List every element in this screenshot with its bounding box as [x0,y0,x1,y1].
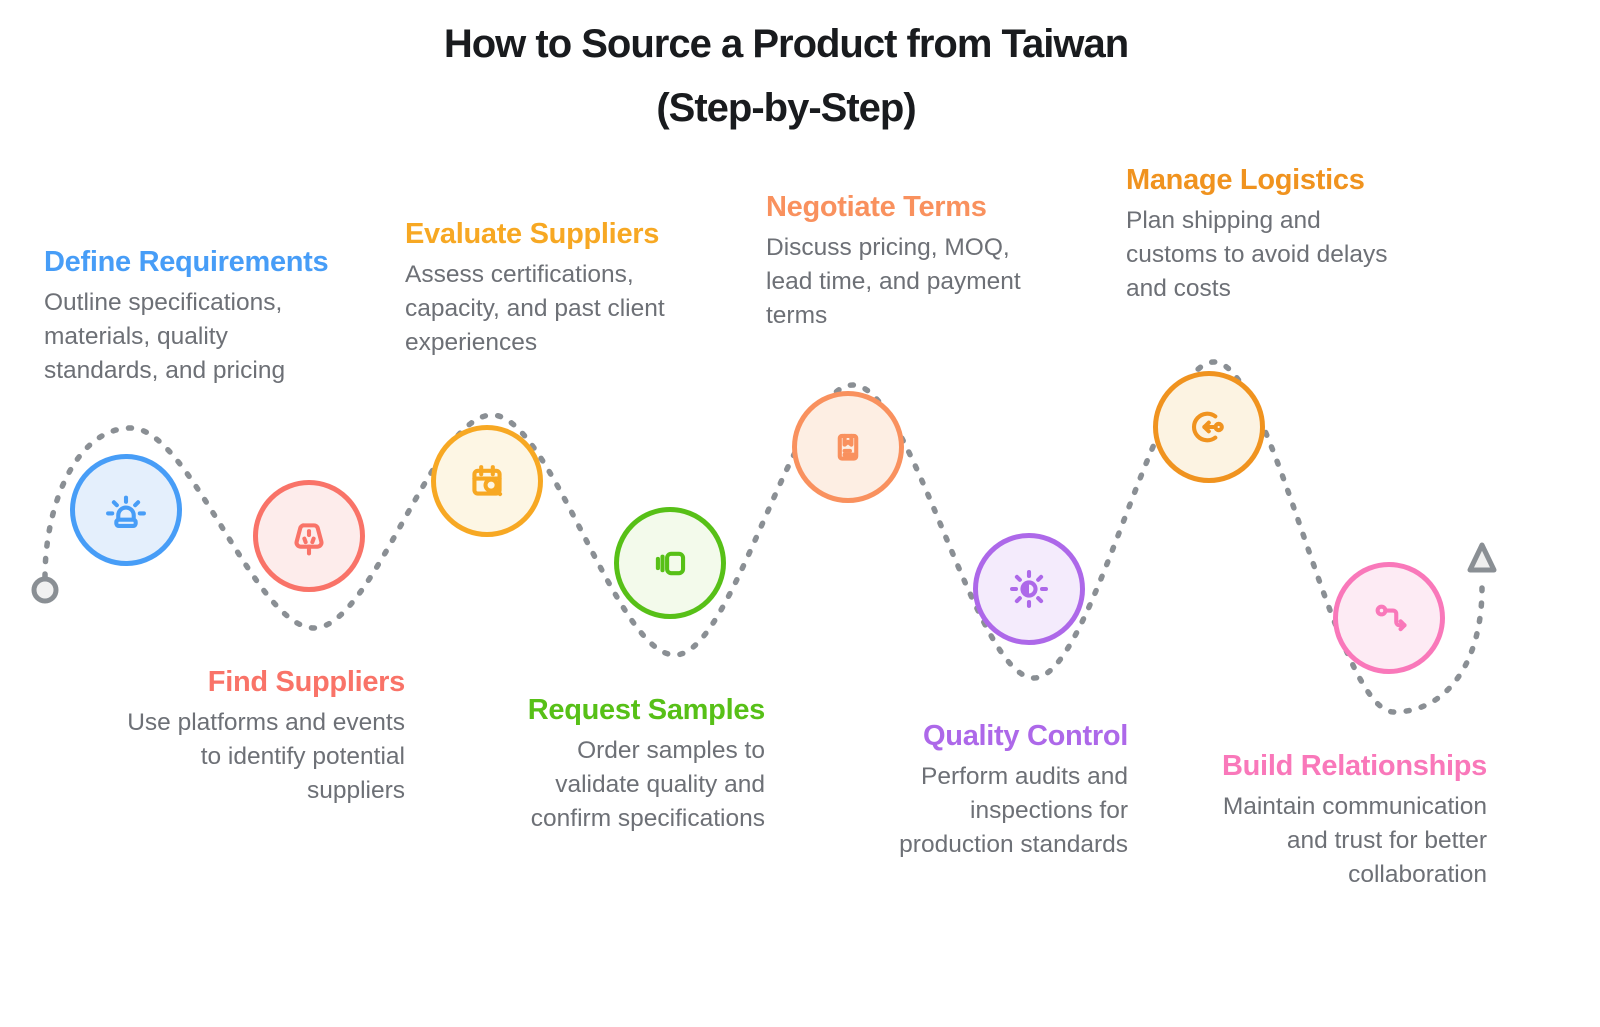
page-title-line2: (Step-by-Step) [656,86,916,130]
step-title: Request Samples [527,694,766,726]
import-arrow-icon [1191,411,1224,443]
path-start-marker [31,576,59,604]
step-title: Evaluate Suppliers [405,218,660,250]
step-node-build-relationships [1333,562,1445,674]
step-title: Find Suppliers [207,666,406,698]
journey-path [42,359,1485,715]
notebook-icon [837,433,859,461]
sample-cards-icon [655,551,686,576]
step-node-evaluate-suppliers [431,425,543,537]
step-node-manage-logistics [1153,371,1265,483]
path-end-arrow [1467,542,1497,573]
calendar-search-icon [472,465,503,497]
step-block-define-requirements: Define Requirements Outline specificatio… [44,246,344,388]
step-description: Perform audits and inspections for produ… [899,763,1128,858]
step-node-quality-control [973,533,1085,645]
page-title-line1: How to Source a Product from Taiwan [443,22,1129,66]
step-description: Outline specifications, materials, quali… [44,289,286,384]
step-block-manage-logistics: Manage Logistics Plan shipping and custo… [1126,164,1398,306]
step-description: Assess certifications, capacity, and pas… [405,261,665,356]
step-node-negotiate-terms [792,391,904,503]
step-title: Negotiate Terms [766,191,987,223]
siren-icon [106,495,146,529]
step-block-quality-control: Quality Control Perform audits and inspe… [878,720,1128,862]
power-plug-icon [294,523,324,556]
step-description: Use platforms and events to identify pot… [127,709,405,804]
step-node-request-samples [614,507,726,619]
brightness-icon [1010,570,1048,608]
step-block-find-suppliers: Find Suppliers Use platforms and events … [105,666,405,808]
page-title: How to Source a Product from Taiwan (Ste… [0,12,1572,140]
step-block-evaluate-suppliers: Evaluate Suppliers Assess certifications… [405,218,725,360]
step-block-build-relationships: Build Relationships Maintain communicati… [1197,750,1487,892]
step-title: Manage Logistics [1126,164,1365,196]
step-node-define-requirements [70,454,182,566]
step-title: Build Relationships [1222,750,1487,782]
step-title: Quality Control [923,720,1128,752]
step-block-negotiate-terms: Negotiate Terms Discuss pricing, MOQ, le… [766,191,1061,333]
step-node-find-suppliers [253,480,365,592]
step-description: Plan shipping and customs to avoid delay… [1126,207,1388,302]
step-description: Maintain communication and trust for bet… [1222,793,1487,888]
step-description: Discuss pricing, MOQ, lead time, and pay… [766,234,1021,329]
step-block-request-samples: Request Samples Order samples to validat… [505,694,766,836]
route-icon [1375,604,1407,632]
step-title: Define Requirements [44,246,329,278]
step-description: Order samples to validate quality and co… [530,737,765,832]
